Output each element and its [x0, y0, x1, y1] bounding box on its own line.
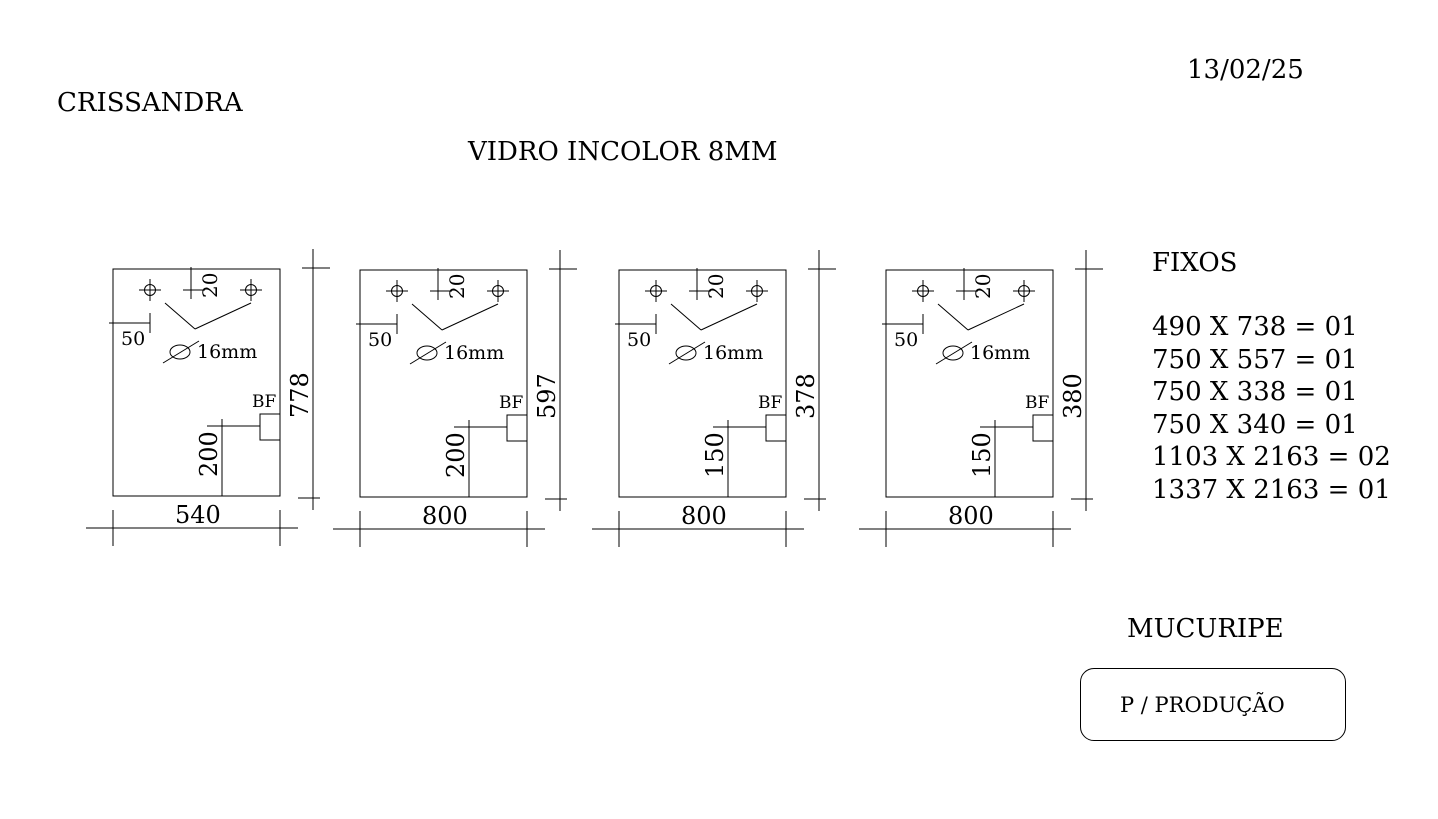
hole-spacing-label: 20	[198, 273, 222, 298]
hole-diameter-label: 16mm	[703, 342, 763, 364]
leader-line	[441, 303, 499, 331]
fixos-item: 750 X 557 = 01	[1152, 344, 1358, 375]
width-label: 800	[681, 502, 727, 530]
diameter-symbol	[416, 345, 438, 361]
fitting-label: BF	[499, 393, 523, 413]
diameter-symbol-slash	[409, 341, 447, 365]
width-label: 800	[422, 502, 468, 530]
fitting-height-label: 150	[968, 432, 996, 478]
location-label: MUCURIPE	[1127, 614, 1284, 644]
height-label: 378	[792, 373, 820, 419]
fitting-box	[506, 414, 528, 442]
width-label: 800	[948, 502, 994, 530]
fitting-label: BF	[252, 392, 276, 412]
fixos-item: 750 X 338 = 01	[1152, 377, 1358, 407]
hole-offset-label: 50	[894, 329, 918, 351]
panel-outline	[359, 269, 528, 498]
material-title: VIDRO INCOLOR 8MM	[468, 137, 778, 167]
height-label: 597	[533, 373, 561, 419]
diameter-symbol-slash	[668, 341, 706, 365]
fitting-height-label: 150	[701, 432, 729, 478]
diameter-symbol	[942, 345, 964, 361]
hole-diameter-label: 16mm	[197, 341, 257, 363]
hole-spacing-label: 20	[445, 274, 469, 299]
leader-line	[194, 302, 252, 330]
fitting-box	[765, 414, 787, 442]
client-name: CRISSANDRA	[57, 88, 243, 118]
hole-diameter-label: 16mm	[444, 342, 504, 364]
fixos-item: 1337 X 2163 = 01	[1152, 474, 1391, 505]
hole-offset-label: 50	[121, 328, 145, 350]
fixos-item: 490 X 738 = 01	[1152, 312, 1358, 342]
hole-spacing-label: 20	[971, 274, 995, 299]
leader-line	[967, 303, 1025, 331]
diameter-symbol	[675, 345, 697, 361]
fitting-height-label: 200	[195, 431, 223, 477]
fitting-label: BF	[1025, 393, 1049, 413]
height-label: 380	[1059, 373, 1087, 419]
production-stamp-text: P / PRODUÇÃO	[1120, 693, 1285, 717]
fixos-item: 1103 X 2163 = 02	[1152, 442, 1391, 472]
diameter-symbol-slash	[935, 341, 973, 365]
width-label: 540	[175, 501, 221, 529]
leader-line	[411, 303, 443, 331]
fitting-box	[259, 413, 281, 441]
fitting-height-label: 200	[442, 432, 470, 478]
leader-line	[164, 302, 196, 330]
fitting-label: BF	[758, 393, 782, 413]
fixos-title: FIXOS	[1152, 248, 1238, 278]
diameter-symbol-slash	[162, 340, 200, 364]
panel-outline	[618, 269, 787, 498]
hole-offset-label: 50	[368, 329, 392, 351]
hole-diameter-label: 16mm	[970, 342, 1030, 364]
height-label: 778	[286, 372, 314, 418]
hole-offset-label: 50	[627, 329, 651, 351]
leader-line	[937, 303, 969, 331]
document-date: 13/02/25	[1187, 55, 1304, 85]
production-stamp: P / PRODUÇÃO	[1080, 668, 1346, 741]
fixos-list: 490 X 738 = 01 750 X 557 = 01 750 X 338 …	[1152, 311, 1391, 506]
diameter-symbol	[169, 344, 191, 360]
fitting-box	[1032, 414, 1054, 442]
leader-line	[670, 303, 702, 331]
hole-spacing-label: 20	[704, 274, 728, 299]
leader-line	[700, 303, 758, 331]
panel-outline	[885, 269, 1054, 498]
panel-outline	[112, 268, 281, 497]
fixos-item: 750 X 340 = 01	[1152, 409, 1358, 440]
